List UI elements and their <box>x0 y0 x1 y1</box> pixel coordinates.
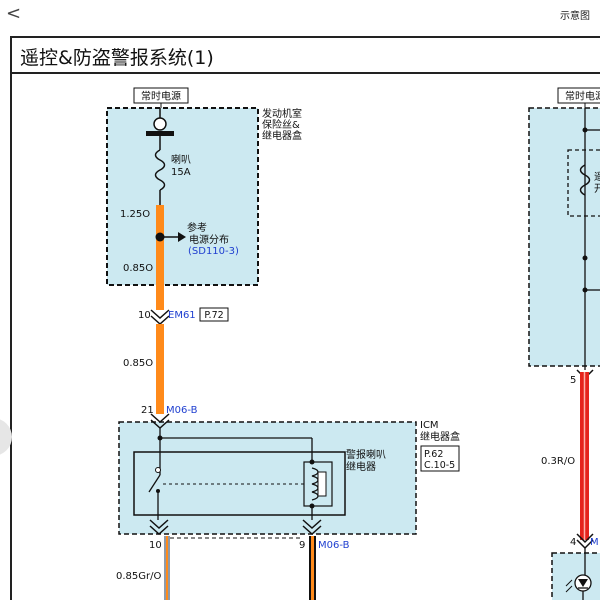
ref-name: 电源分布 <box>189 233 229 246</box>
side-drawer-handle[interactable] <box>0 418 12 456</box>
relay-switch-icon <box>148 474 161 493</box>
power-label-left: 常时电源 <box>141 90 181 103</box>
right-fusebox-area <box>528 107 600 367</box>
splice-dot-icon <box>155 232 165 242</box>
resistor-icon <box>317 471 327 497</box>
right-pin-top: 5 <box>570 375 576 386</box>
wire-orange-low <box>156 324 164 414</box>
wire-orange-top <box>156 205 164 310</box>
title-bar: 遥控&防盗警报系统(1) <box>10 36 600 72</box>
back-icon[interactable]: < <box>6 3 22 24</box>
connector1-pin: 10 <box>138 310 151 321</box>
out-pin-right: 9 <box>299 540 305 551</box>
fusebox-label-2: 保险丝& <box>262 118 300 131</box>
top-bar: < 示意图 <box>0 0 600 30</box>
connector-chevron-icon <box>150 309 170 320</box>
relay-label-1: 警报喇叭 <box>346 448 386 461</box>
wire-label-mid: 0.85O <box>123 263 153 274</box>
wire-label-top: 1.25O <box>120 209 150 220</box>
right-fuse-label-2: 开 <box>594 184 600 195</box>
wire-label-low: 0.85O <box>123 358 153 369</box>
diagram-view-button[interactable]: 示意图 <box>560 11 590 22</box>
connector1-page[interactable]: P.72 <box>204 310 223 321</box>
out-wire-label: 0.85Gr/O <box>116 571 161 582</box>
page-title: 遥控&防盗警报系统(1) <box>20 47 214 69</box>
title-rule <box>10 72 600 74</box>
icm-page-2[interactable]: C.10-5 <box>424 460 455 471</box>
ref-code-link[interactable]: (SD110-3) <box>188 246 239 257</box>
right-lower-box <box>551 552 600 600</box>
icm-label: ICM <box>420 420 439 431</box>
icm-page-1[interactable]: P.62 <box>424 449 443 460</box>
arrow-right-icon <box>178 232 186 242</box>
relay-box <box>133 451 346 516</box>
fusebox-area <box>106 107 259 286</box>
ref-label: 参考 <box>187 221 207 234</box>
fuse-rating: 15A <box>171 167 191 178</box>
relay-coil-icon <box>311 467 319 501</box>
fusebox-label-1: 发动机室 <box>262 107 302 120</box>
right-fuse-label-1: 遥 <box>594 170 600 183</box>
fusebox-label-3: 继电器盒 <box>262 129 302 142</box>
fuse-icon <box>154 149 166 191</box>
right-pin-bottom: 4 <box>570 537 576 548</box>
connector2-pin: 21 <box>141 405 154 416</box>
out-pin-left: 10 <box>149 540 162 551</box>
bus-bar-icon <box>146 131 174 136</box>
out-code-link[interactable]: M06-B <box>318 540 350 551</box>
right-code-link[interactable]: M <box>590 537 599 548</box>
connector1-code-link[interactable]: EM61 <box>168 310 196 321</box>
icm-sub-label: 继电器盒 <box>420 430 460 443</box>
relay-label-2: 继电器 <box>346 460 376 473</box>
right-wire-label: 0.3R/O <box>541 456 575 467</box>
power-label-right: 常时电源 <box>565 90 600 103</box>
power-terminal-icon <box>153 117 167 131</box>
right-fuse-icon <box>579 164 591 196</box>
connector2-code-link[interactable]: M06-B <box>166 405 198 416</box>
fuse-name: 喇叭 <box>171 154 191 166</box>
icm-box <box>118 421 417 535</box>
frame-left-border <box>10 72 12 600</box>
